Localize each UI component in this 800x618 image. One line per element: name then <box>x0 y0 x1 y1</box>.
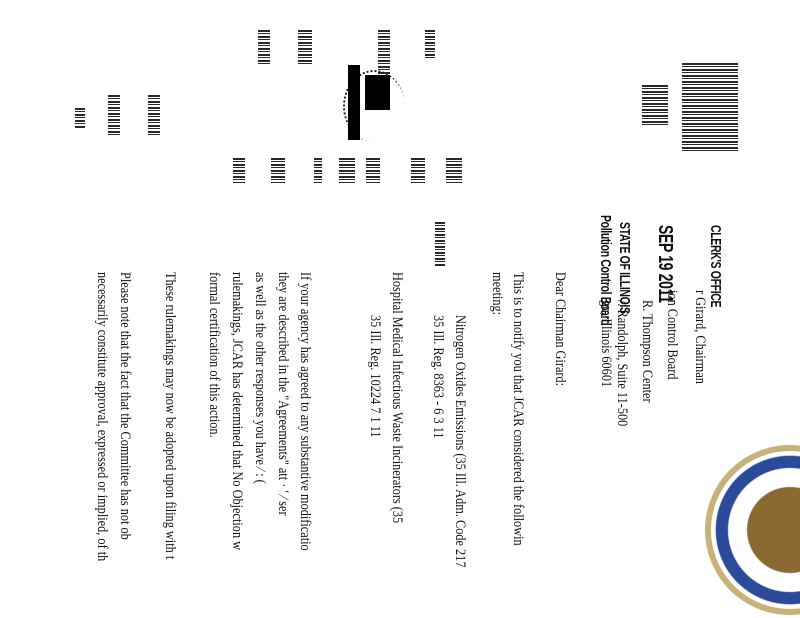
bleed-mark <box>258 30 270 66</box>
paragraph3-line: necessarily constitute approval, express… <box>94 272 110 562</box>
item1-register: 35 Ill. Reg. 8363 - 6 3 11 <box>430 315 446 439</box>
bleed-mark <box>108 95 120 135</box>
address-line-4: /. Randolph, Suite 11-500 <box>614 300 630 427</box>
clerks-office-stamp: CLERK'S OFFICE <box>707 225 724 308</box>
salutation: Dear Chairman Girard: <box>552 272 568 387</box>
item1-title: Nitrogen Oxides Emissions (35 Ill. Adm. … <box>452 315 468 568</box>
paragraph3-line: Please note that the fact that the Commi… <box>117 272 133 540</box>
address-line-5: go, Illinois 60601 <box>598 300 614 388</box>
letterhead-date-garbled <box>642 85 668 125</box>
address-line-1: r Girard, Chairman <box>692 290 708 384</box>
bleed-mark <box>339 158 355 183</box>
bleed-mark <box>378 30 390 75</box>
bleed-mark <box>366 158 380 183</box>
paragraph1-line: If your agency has agreed to any substan… <box>297 272 313 551</box>
bleed-mark <box>233 158 245 183</box>
state-seal-logo <box>705 445 800 615</box>
item2-title: Hospital Medical Infectious Waste Incine… <box>389 272 405 524</box>
black-redaction-box <box>365 75 390 110</box>
bleed-mark <box>411 158 425 183</box>
item2-register: 35 Ill. Reg. 10224 7 1 11 <box>367 315 383 438</box>
bleed-mark <box>314 158 322 183</box>
bleed-mark <box>298 30 312 66</box>
bleed-mark <box>271 158 285 183</box>
paragraph1-line: as well as the other responses you have … <box>252 272 268 484</box>
intro-line-1: This is to notify you that JCAR consider… <box>510 272 526 546</box>
bleed-mark <box>425 30 435 60</box>
stamp-date: SEP 19 2011 <box>654 225 676 303</box>
address-line-3: R. Thompson Center <box>639 300 655 403</box>
paragraph1-line: rulemakings, JCAR has determined that No… <box>229 272 245 551</box>
address-line-2: ion Control Board <box>664 290 680 380</box>
paragraph1-line: they are described in the "Agreements" a… <box>275 272 291 516</box>
bleed-mark <box>435 222 445 267</box>
bleed-mark <box>446 158 462 183</box>
bleed-mark <box>75 108 85 128</box>
intro-line-2: meeting: <box>489 272 505 316</box>
paragraph2: These rulemakings may now be adopted upo… <box>162 272 178 560</box>
committee-letterhead-garbled <box>682 63 738 151</box>
black-redaction-bar <box>348 65 360 140</box>
paragraph1-line: formal certification of this action. <box>206 272 222 438</box>
bleed-mark <box>148 95 160 135</box>
